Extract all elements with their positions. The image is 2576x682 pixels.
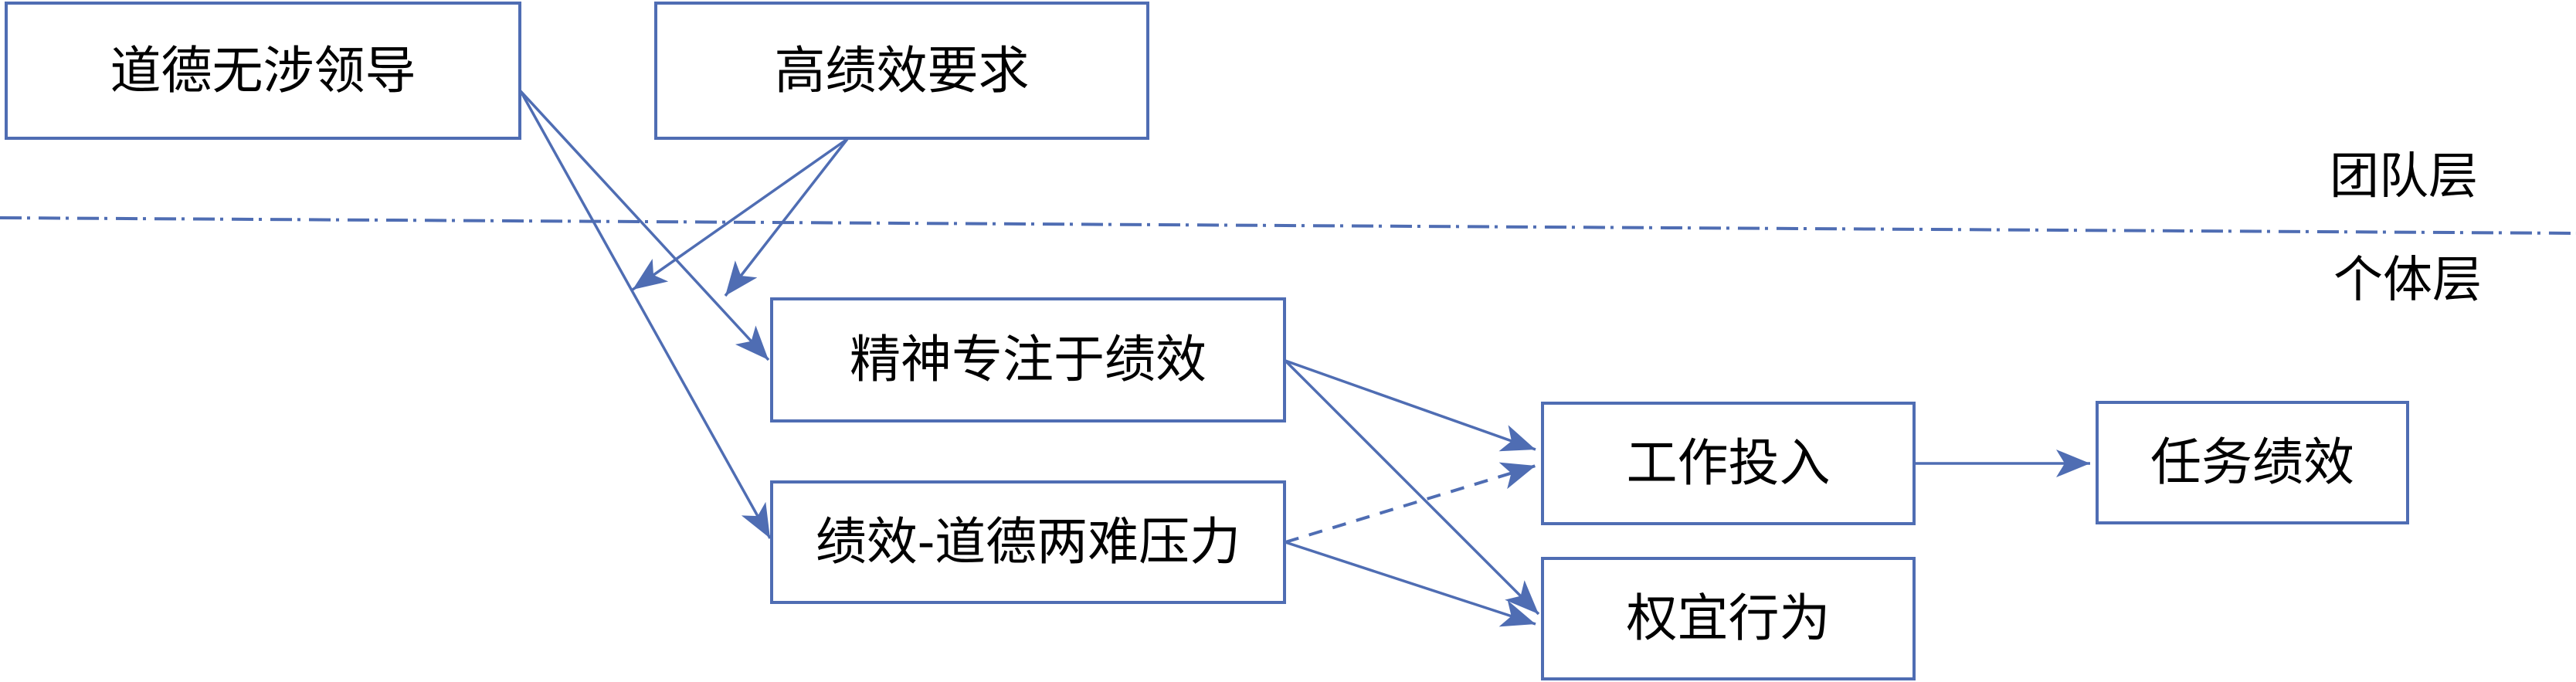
node-label: 高绩效要求 bbox=[774, 40, 1030, 100]
node-mental-focus-on-performance: 精神专注于绩效 bbox=[770, 297, 1286, 422]
arrow-leadership-to-dilemma-pressure bbox=[519, 90, 772, 539]
node-work-engagement: 工作投入 bbox=[1541, 402, 1916, 525]
node-high-performance-requirement: 高绩效要求 bbox=[654, 2, 1149, 140]
node-label: 工作投入 bbox=[1626, 433, 1831, 493]
node-label: 任务绩效 bbox=[2150, 433, 2354, 492]
arrow-dilemma-pressure-to-expedient-behavior bbox=[1285, 541, 1536, 627]
node-label: 精神专注于绩效 bbox=[850, 330, 1207, 389]
arrow-requirement-moderates-focus-path bbox=[724, 137, 849, 297]
level-divider-line bbox=[0, 216, 2576, 235]
node-performance-ethics-dilemma-pressure: 绩效-道德两难压力 bbox=[770, 480, 1286, 604]
node-ethically-neutral-leadership: 道德无涉领导 bbox=[5, 2, 521, 140]
node-expedient-behavior: 权宜行为 bbox=[1541, 557, 1916, 680]
arrow-dilemma-pressure-to-work-engagement-dashed bbox=[1285, 462, 1536, 544]
node-task-performance: 任务绩效 bbox=[2096, 401, 2409, 524]
node-label: 绩效-道德两难压力 bbox=[815, 512, 1241, 572]
level-label-team: 团队层 bbox=[2330, 148, 2478, 205]
arrow-requirement-moderates-dilemma-path bbox=[631, 137, 849, 291]
node-label: 道德无涉领导 bbox=[110, 40, 416, 100]
node-label: 权宜行为 bbox=[1626, 589, 1831, 648]
level-label-individual: 个体层 bbox=[2333, 252, 2482, 309]
arrow-mental-focus-to-expedient-behavior bbox=[1284, 359, 1540, 616]
arrow-mental-focus-to-work-engagement bbox=[1285, 359, 1536, 452]
